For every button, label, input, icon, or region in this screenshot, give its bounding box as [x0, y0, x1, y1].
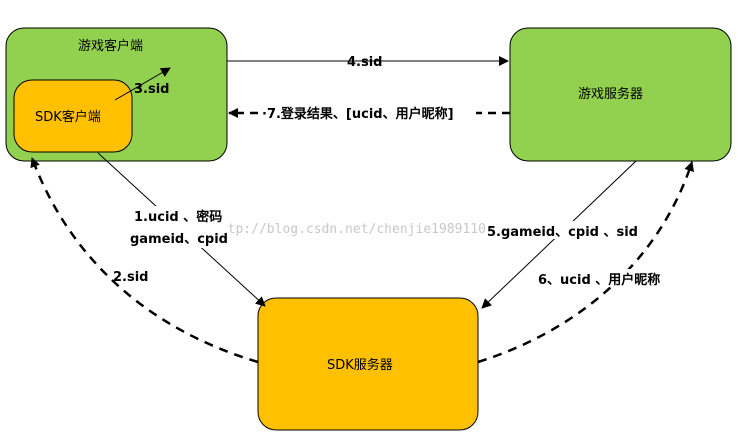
watermark: http://blog.csdn.net/chenjie19891104	[212, 222, 494, 237]
sdk-client-label: SDK客户端	[35, 109, 101, 125]
game-server-box	[509, 27, 732, 162]
edge-5-label-bg	[486, 221, 632, 239]
edge-5-label: 5.gameid、cpid 、sid	[487, 225, 638, 240]
edge-7-label: ·7.登录结果、[ucid、用户昵称]	[262, 106, 454, 122]
edge-6-label: 6、ucid 、用户昵称	[538, 272, 660, 288]
edge-2-arrow	[30, 157, 259, 364]
edge-3-label: 3.sid	[134, 82, 169, 97]
sdk-client-box	[13, 79, 133, 153]
edge-4-label: 4.sid	[347, 55, 382, 70]
sdk-server-label: SDK服务器	[327, 357, 393, 373]
edge-3-arrow	[114, 67, 171, 101]
edge-1-label-line2: gameid、cpid	[130, 232, 228, 247]
sdk-server-box	[257, 297, 479, 431]
edge-7-label-bg	[262, 102, 476, 122]
edge-6-label-bg	[536, 269, 668, 287]
edge-2-label: 2.sid	[113, 270, 148, 285]
game-server-label: 游戏服务器	[578, 86, 643, 102]
game-client-label: 游戏客户端	[78, 38, 143, 54]
edge-6-arrow	[477, 161, 694, 364]
edge-1-label-bg	[130, 206, 226, 248]
edge-1-label-line1: 1.ucid 、密码	[134, 209, 222, 225]
